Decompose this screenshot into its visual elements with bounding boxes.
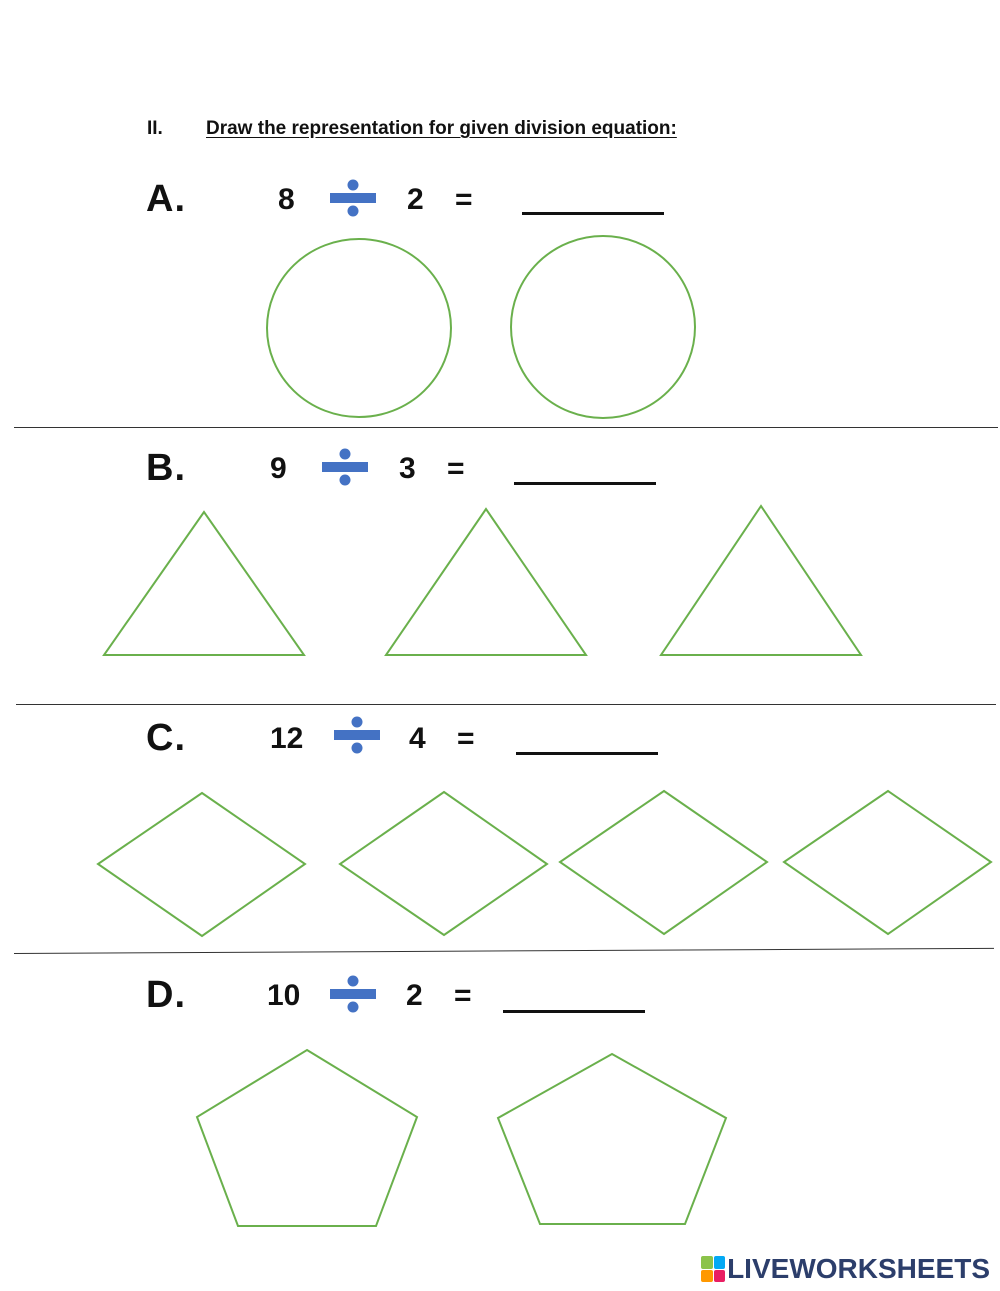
problem-a-letter: A. bbox=[146, 178, 186, 220]
triangle-shape[interactable] bbox=[102, 510, 306, 656]
pentagon-shape[interactable] bbox=[496, 1052, 728, 1225]
triangle-shape[interactable] bbox=[659, 504, 863, 656]
liveworksheets-brand: LIVEWORKSHEETS bbox=[701, 1253, 990, 1285]
problem-d-answer-blank[interactable] bbox=[503, 1010, 645, 1013]
problem-b-letter: B. bbox=[146, 447, 186, 489]
problem-c-answer-blank[interactable] bbox=[516, 752, 658, 755]
circle-shape[interactable] bbox=[510, 235, 696, 419]
problem-b-divisor: 3 bbox=[399, 452, 416, 485]
section-divider bbox=[14, 427, 998, 428]
problem-c-dividend: 12 bbox=[270, 722, 304, 755]
problem-b-dividend: 9 bbox=[270, 452, 287, 485]
section-divider bbox=[16, 704, 996, 705]
pentagon-shape[interactable] bbox=[195, 1048, 419, 1227]
problem-c-letter: C. bbox=[146, 717, 186, 759]
rhombus-shape[interactable] bbox=[96, 791, 307, 938]
problem-a-divisor: 2 bbox=[407, 183, 424, 216]
section-number: II. bbox=[147, 118, 163, 139]
rhombus-shape[interactable] bbox=[782, 789, 993, 936]
liveworksheets-logo-icon bbox=[701, 1256, 726, 1282]
problem-d-dividend: 10 bbox=[267, 979, 301, 1012]
division-sign-icon bbox=[322, 448, 368, 486]
problem-a-dividend: 8 bbox=[278, 183, 295, 216]
rhombus-shape[interactable] bbox=[338, 790, 549, 937]
division-sign-icon bbox=[330, 975, 376, 1013]
problem-b-equals: = bbox=[447, 452, 465, 485]
triangle-shape[interactable] bbox=[384, 507, 588, 656]
problem-c-divisor: 4 bbox=[409, 722, 426, 755]
division-sign-icon bbox=[334, 716, 380, 754]
problem-d-divisor: 2 bbox=[406, 979, 423, 1012]
problem-d-letter: D. bbox=[146, 974, 186, 1016]
problem-a-equals: = bbox=[455, 183, 473, 216]
problem-d-equals: = bbox=[454, 979, 472, 1012]
problem-c-equals: = bbox=[457, 722, 475, 755]
division-sign-icon bbox=[330, 179, 376, 217]
brand-name: LIVEWORKSHEETS bbox=[727, 1253, 990, 1284]
problem-b-answer-blank[interactable] bbox=[514, 482, 656, 485]
rhombus-shape[interactable] bbox=[558, 789, 769, 936]
circle-shape[interactable] bbox=[266, 238, 452, 418]
instruction-heading: Draw the representation for given divisi… bbox=[206, 118, 677, 139]
problem-a-answer-blank[interactable] bbox=[522, 212, 664, 215]
